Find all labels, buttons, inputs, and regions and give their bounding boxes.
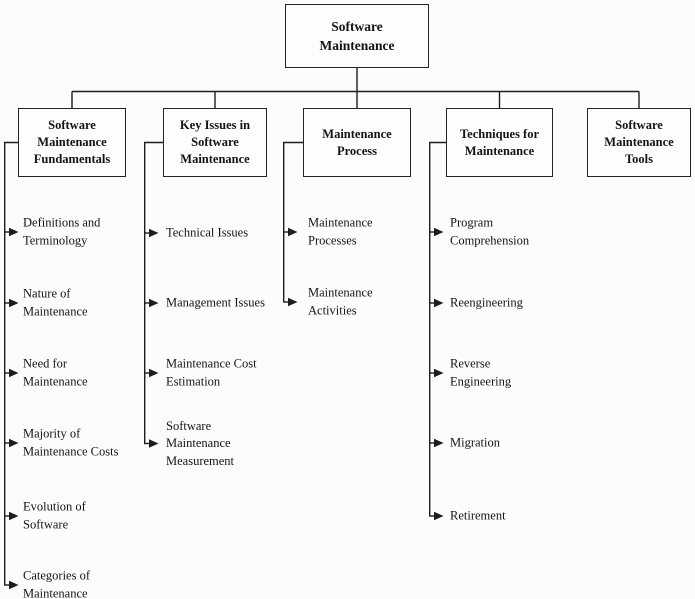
- node-label-line: Techniques for: [459, 126, 540, 141]
- leaf-label-line: Retirement: [450, 508, 506, 523]
- leaf-label-line: Software: [166, 418, 212, 433]
- leaf-label-line: Evolution of: [23, 499, 86, 514]
- arrowhead-icon: [434, 368, 444, 378]
- leaf-label-line: Activities: [308, 303, 357, 317]
- leaf-label-line: Maintenance: [23, 304, 88, 318]
- node-label-line: Maintenance: [37, 135, 107, 149]
- node-label-line: Software: [48, 118, 96, 132]
- arrowhead-icon: [434, 511, 444, 521]
- arrowhead-icon: [434, 438, 444, 448]
- leaf-label-line: Categories of: [23, 568, 90, 583]
- leaf-label-line: Nature of: [23, 286, 71, 301]
- leaf-node-categories-of-maintenance: Categories of Maintenance: [23, 568, 90, 599]
- leaf-label-line: Majority of: [23, 426, 81, 441]
- node-label-line: Software: [331, 19, 383, 34]
- branch-spine-line: [283, 141, 303, 302]
- leaf-label-line: Need for: [23, 356, 68, 371]
- leaf-label-line: Terminology: [23, 233, 88, 247]
- leaf-label-line: Reengineering: [450, 295, 523, 310]
- leaf-label-line: Definitions and: [23, 215, 101, 230]
- arrowhead-icon: [9, 227, 19, 237]
- node-label-line: Maintenance: [180, 152, 250, 166]
- node-label-line: Software: [191, 135, 239, 149]
- leaf-label-line: Management Issues: [166, 295, 265, 310]
- leaf-node-majority-of-maintenance-costs: Majority of Maintenance Costs: [23, 426, 118, 461]
- branch-spine-line: [144, 141, 163, 444]
- arrowhead-icon: [149, 439, 159, 448]
- branch-spine-line: [4, 141, 18, 585]
- leaf-label-line: Technical Issues: [166, 225, 249, 240]
- leaf-node-migration: Migration: [450, 434, 500, 452]
- branch-spine-line: [429, 141, 446, 516]
- leaf-label-line: Measurement: [166, 453, 235, 468]
- arrowhead-icon: [9, 511, 19, 521]
- leaf-node-management-issues: Management Issues: [166, 294, 265, 312]
- leaf-label-line: Maintenance: [308, 215, 373, 230]
- leaf-label-line: Maintenance: [23, 374, 88, 388]
- leaf-label-line: Maintenance Cost: [166, 356, 257, 371]
- arrowhead-icon: [288, 227, 298, 237]
- arrowhead-icon: [434, 298, 444, 308]
- leaf-label-line: Program: [450, 215, 494, 230]
- node-label-line: Maintenance: [319, 38, 395, 53]
- leaf-label-line: Estimation: [166, 374, 221, 388]
- leaf-label-line: Processes: [308, 233, 357, 247]
- arrowhead-icon: [9, 438, 19, 448]
- arrowhead-icon: [149, 298, 159, 308]
- leaf-label-line: Maintenance: [166, 435, 231, 450]
- leaf-label-line: Maintenance Costs: [23, 444, 119, 458]
- arrowhead-icon: [149, 228, 159, 238]
- node-label-line: Software: [615, 118, 663, 132]
- leaf-label-line: Engineering: [450, 374, 512, 388]
- node-label-line: Key Issues in: [179, 118, 251, 132]
- node-label-line: Tools: [624, 152, 654, 166]
- leaf-label-line: Maintenance: [23, 586, 88, 599]
- leaf-node-reengineering: Reengineering: [450, 294, 523, 312]
- node-label-line: Process: [336, 143, 378, 158]
- leaf-label-line: Maintenance: [308, 285, 373, 300]
- leaf-node-retirement: Retirement: [450, 507, 506, 525]
- arrowhead-icon: [288, 297, 298, 307]
- leaf-node-technical-issues: Technical Issues: [166, 224, 248, 242]
- node-label-line: Maintenance: [322, 126, 392, 141]
- arrowhead-icon: [149, 368, 159, 378]
- arrowhead-icon: [434, 227, 444, 237]
- arrowhead-icon: [9, 368, 19, 378]
- leaf-node-evolution-of-software: Evolution of Software: [23, 499, 86, 534]
- node-label-line: Maintenance: [464, 143, 535, 158]
- arrowhead-icon: [9, 298, 19, 308]
- node-label-line: Fundamentals: [33, 152, 111, 166]
- leaf-node-nature-of-maintenance: Nature of Maintenance: [23, 286, 88, 321]
- leaf-label-line: Reverse: [450, 356, 491, 371]
- node-label-line: Maintenance: [604, 135, 674, 149]
- leaf-label-line: Migration: [450, 435, 500, 450]
- leaf-label-line: Software: [23, 517, 69, 531]
- leaf-label-line: Comprehension: [450, 233, 530, 247]
- arrowhead-icon: [9, 580, 19, 590]
